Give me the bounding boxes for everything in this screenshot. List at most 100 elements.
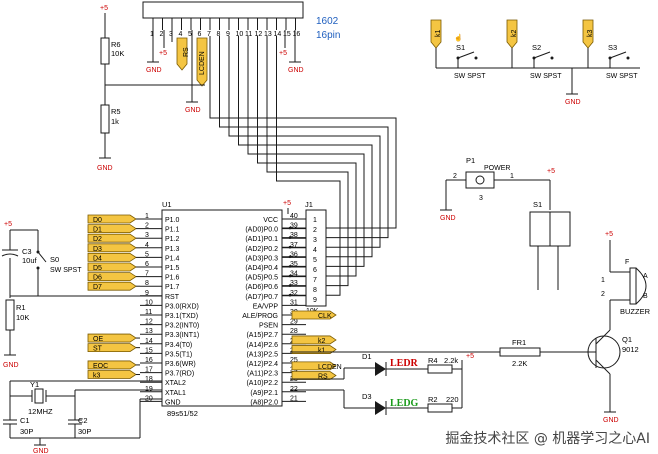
d3-ref: D3 — [362, 392, 372, 401]
j1-pin-3: 3 — [313, 237, 317, 244]
mcu-pin-name-33: (AD6)P0.6 — [245, 284, 278, 291]
mcu-pin-name-26: (A13)P2.5 — [246, 351, 278, 358]
c3-value: 10uf — [22, 256, 38, 265]
q1-ref: Q1 — [622, 335, 632, 344]
net-tag-label: D3 — [93, 246, 102, 253]
mcu-pin-name-12: P3.2(INT0) — [165, 323, 199, 330]
mcu-pin-name-39: (AD0)P0.0 — [245, 227, 278, 234]
mcu-pin-name-28: (A15)P2.7 — [246, 332, 278, 339]
c3-ref: C3 — [22, 247, 32, 256]
r6-value: 10K — [111, 49, 124, 58]
r6-ref: R6 — [111, 40, 121, 49]
lcd-pin-8: 8 — [217, 31, 221, 38]
power-label: POWER — [484, 165, 510, 172]
switch-type: SW SPST — [530, 73, 562, 80]
vcc-label: +5 — [100, 5, 108, 12]
mcu-pin-num-5: 5 — [145, 251, 149, 258]
mcu-pin-name-15: P3.5(T1) — [165, 351, 192, 358]
y1-ref: Y1 — [30, 380, 39, 389]
mcu-pin-name-22: (A9)P2.1 — [250, 390, 278, 397]
mcu-pin-name-9: RST — [165, 294, 180, 301]
buzzer-pin2: 2 — [601, 291, 605, 298]
mcu-pin-num-21: 21 — [290, 395, 298, 402]
fr1-value: 2.2K — [512, 359, 527, 368]
mcu-pin-num-15: 15 — [145, 347, 153, 354]
r5-value: 1k — [111, 117, 119, 126]
mcu-pin-name-4: P1.3 — [165, 246, 180, 253]
lcd-pin-5: 5 — [188, 31, 192, 38]
mcu-pin-num-34: 34 — [290, 271, 298, 278]
net-tag-label: k3 — [93, 373, 101, 380]
r1-ref: R1 — [16, 303, 26, 312]
net-tag-label: D7 — [93, 284, 102, 291]
gnd-label: GND — [288, 67, 304, 74]
net-tag-rs-vertical — [176, 37, 188, 71]
mcu-pin-num-22: 22 — [290, 386, 298, 393]
mcu-pin-name-40: VCC — [263, 217, 278, 224]
mcu-pin-name-19: XTAL1 — [165, 390, 186, 397]
mcu-part: 89s51/52 — [167, 409, 198, 418]
mcu-pin-num-9: 9 — [145, 290, 149, 297]
net-tag-label: D6 — [93, 275, 102, 282]
led-section: D1 LEDR R4 2.2k +5 D3 LEDG R2 220 — [290, 352, 474, 415]
lcd-pin-2: 2 — [160, 31, 164, 38]
mcu-pin-num-11: 11 — [145, 309, 152, 316]
p1-pin2: 2 — [453, 173, 457, 180]
net-tag-d2 — [87, 233, 137, 243]
mcu-pin-num-31: 31 — [290, 299, 298, 306]
mcu-pin-num-37: 37 — [290, 242, 298, 249]
d1-ref: D1 — [362, 352, 372, 361]
net-tag-d5 — [87, 262, 137, 272]
mcu-pin-name-36: (AD3)P0.3 — [245, 255, 278, 262]
mcu-pin-name-31: EA/VPP — [253, 303, 279, 310]
mcu-pin-num-14: 14 — [145, 338, 153, 345]
reset-circuit: +5 C3 10uf S0 SW SPST R1 10K GND — [1, 221, 162, 369]
mcu-pin-name-16: P3.6(WR) — [165, 361, 196, 368]
d1-label: LEDR — [390, 358, 419, 369]
mcu-pin-name-2: P1.1 — [165, 227, 180, 234]
net-tag-d7 — [87, 281, 137, 291]
j1-pin-2: 2 — [313, 227, 317, 234]
y1-value: 12MHZ — [28, 407, 53, 416]
vcc-label: +5 — [605, 231, 613, 238]
mcu-pin-name-21: (A8)P2.0 — [250, 399, 278, 406]
gnd-label: GND — [565, 99, 581, 106]
mcu-pin-num-36: 36 — [290, 251, 298, 258]
j1-pin-8: 8 — [313, 287, 317, 294]
lcd-pin-13: 13 — [264, 31, 272, 38]
switch-ref-s1: S1 — [456, 43, 465, 52]
net-tag-label: RS — [318, 373, 328, 380]
mcu-pin-num-1: 1 — [145, 213, 149, 220]
switch-type: SW SPST — [606, 73, 638, 80]
mcu-pin-name-14: P3.4(T0) — [165, 342, 192, 349]
p1-pin1: 1 — [510, 173, 514, 180]
mcu-pin-num-19: 19 — [145, 386, 153, 393]
j1-ref: J1 — [305, 200, 313, 209]
mcu-pin-name-11: P3.1(TXD) — [165, 313, 198, 320]
net-tag-rs — [291, 371, 337, 380]
net-tag-label: OE — [93, 336, 103, 343]
c2-value: 30P — [78, 427, 91, 436]
gnd-label: GND — [33, 448, 49, 454]
mcu-pin-name-32: (AD7)P0.7 — [245, 294, 278, 301]
net-tag-k2 — [291, 335, 337, 345]
mcu-pin-name-18: XTAL2 — [165, 380, 186, 387]
lcd-pin-4: 4 — [179, 31, 183, 38]
r4-ref: R4 — [428, 356, 438, 365]
lcd-pin-12: 12 — [255, 31, 263, 38]
lcd-pin-11: 11 — [245, 31, 252, 38]
mcu-pin-num-6: 6 — [145, 261, 149, 268]
mcu-pin-name-23: (A10)P2.2 — [246, 380, 278, 387]
mcu-pin-num-29: 29 — [290, 319, 298, 326]
crystal-circuit: Y1 12MHZ C1 30P C2 30P GND — [3, 380, 162, 454]
c2-ref: C2 — [78, 416, 88, 425]
power-switch-ref: S1 — [533, 200, 542, 209]
mcu-pin-num-16: 16 — [145, 357, 153, 364]
r4-value: 2.2k — [444, 356, 458, 365]
p1-ref: P1 — [466, 156, 475, 165]
gnd-label: GND — [3, 362, 19, 369]
